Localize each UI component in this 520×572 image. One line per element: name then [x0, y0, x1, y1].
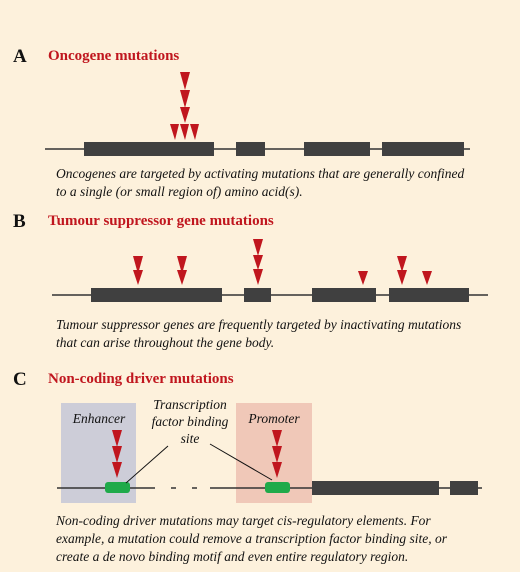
tfbs-pointer — [209, 443, 273, 481]
mutation-arrow — [177, 256, 187, 274]
exon — [91, 288, 222, 302]
mutation-arrow — [112, 446, 122, 463]
mutation-arrow — [253, 239, 263, 256]
exon — [450, 481, 478, 495]
mutation-arrow — [358, 271, 368, 285]
mutation-arrow — [272, 446, 282, 463]
mutation-arrow — [180, 124, 189, 140]
panel-a-letter: A — [13, 46, 27, 67]
panel-a-title: Oncogene mutations — [48, 48, 180, 64]
mutation-arrow — [272, 462, 282, 478]
mutation-arrow — [253, 255, 263, 270]
exon — [304, 142, 370, 156]
promoter-element — [265, 482, 290, 493]
panel-a-caption: Oncogenes are targeted by activating mut… — [56, 166, 465, 199]
mutation-arrow — [180, 107, 190, 123]
mutation-arrow — [180, 72, 190, 90]
mutation-arrow — [177, 270, 187, 285]
mutation-arrow — [170, 124, 179, 140]
panel-b-title: Tumour suppressor gene mutations — [48, 213, 274, 229]
enhancer-label: Enhancer — [72, 411, 126, 426]
tfbs-pointer — [125, 445, 169, 484]
exon — [389, 288, 469, 302]
mutation-arrow — [112, 462, 122, 478]
mutation-arrows — [112, 430, 282, 478]
mutation-arrow — [180, 90, 190, 108]
exon — [382, 142, 464, 156]
mutation-arrow — [422, 271, 432, 285]
exon — [244, 288, 271, 302]
panel-c-title: Non-coding driver mutations — [48, 371, 234, 387]
tfbs-label: Transcription factor binding site — [151, 397, 229, 446]
mutation-arrow — [272, 430, 282, 447]
mutation-arrows — [133, 239, 432, 285]
panel-c-caption: Non-coding driver mutations may target c… — [56, 513, 447, 564]
mutation-arrow — [397, 256, 407, 272]
mutation-arrow — [112, 430, 122, 447]
promoter-label: Promoter — [248, 411, 300, 426]
mutation-arrow — [253, 269, 263, 285]
mutation-arrow — [397, 270, 407, 285]
mutation-arrows — [170, 72, 199, 140]
panel-b-letter: B — [13, 211, 26, 232]
exon — [312, 481, 439, 495]
exon — [312, 288, 376, 302]
exon — [84, 142, 214, 156]
exon — [236, 142, 265, 156]
panel-b-caption: Tumour suppressor genes are frequently t… — [56, 317, 462, 350]
mutation-arrow — [190, 124, 199, 140]
mutation-arrow — [133, 256, 143, 274]
panel-c-letter: C — [13, 369, 27, 390]
enhancer-element — [105, 482, 130, 493]
mutation-arrow — [133, 270, 143, 285]
